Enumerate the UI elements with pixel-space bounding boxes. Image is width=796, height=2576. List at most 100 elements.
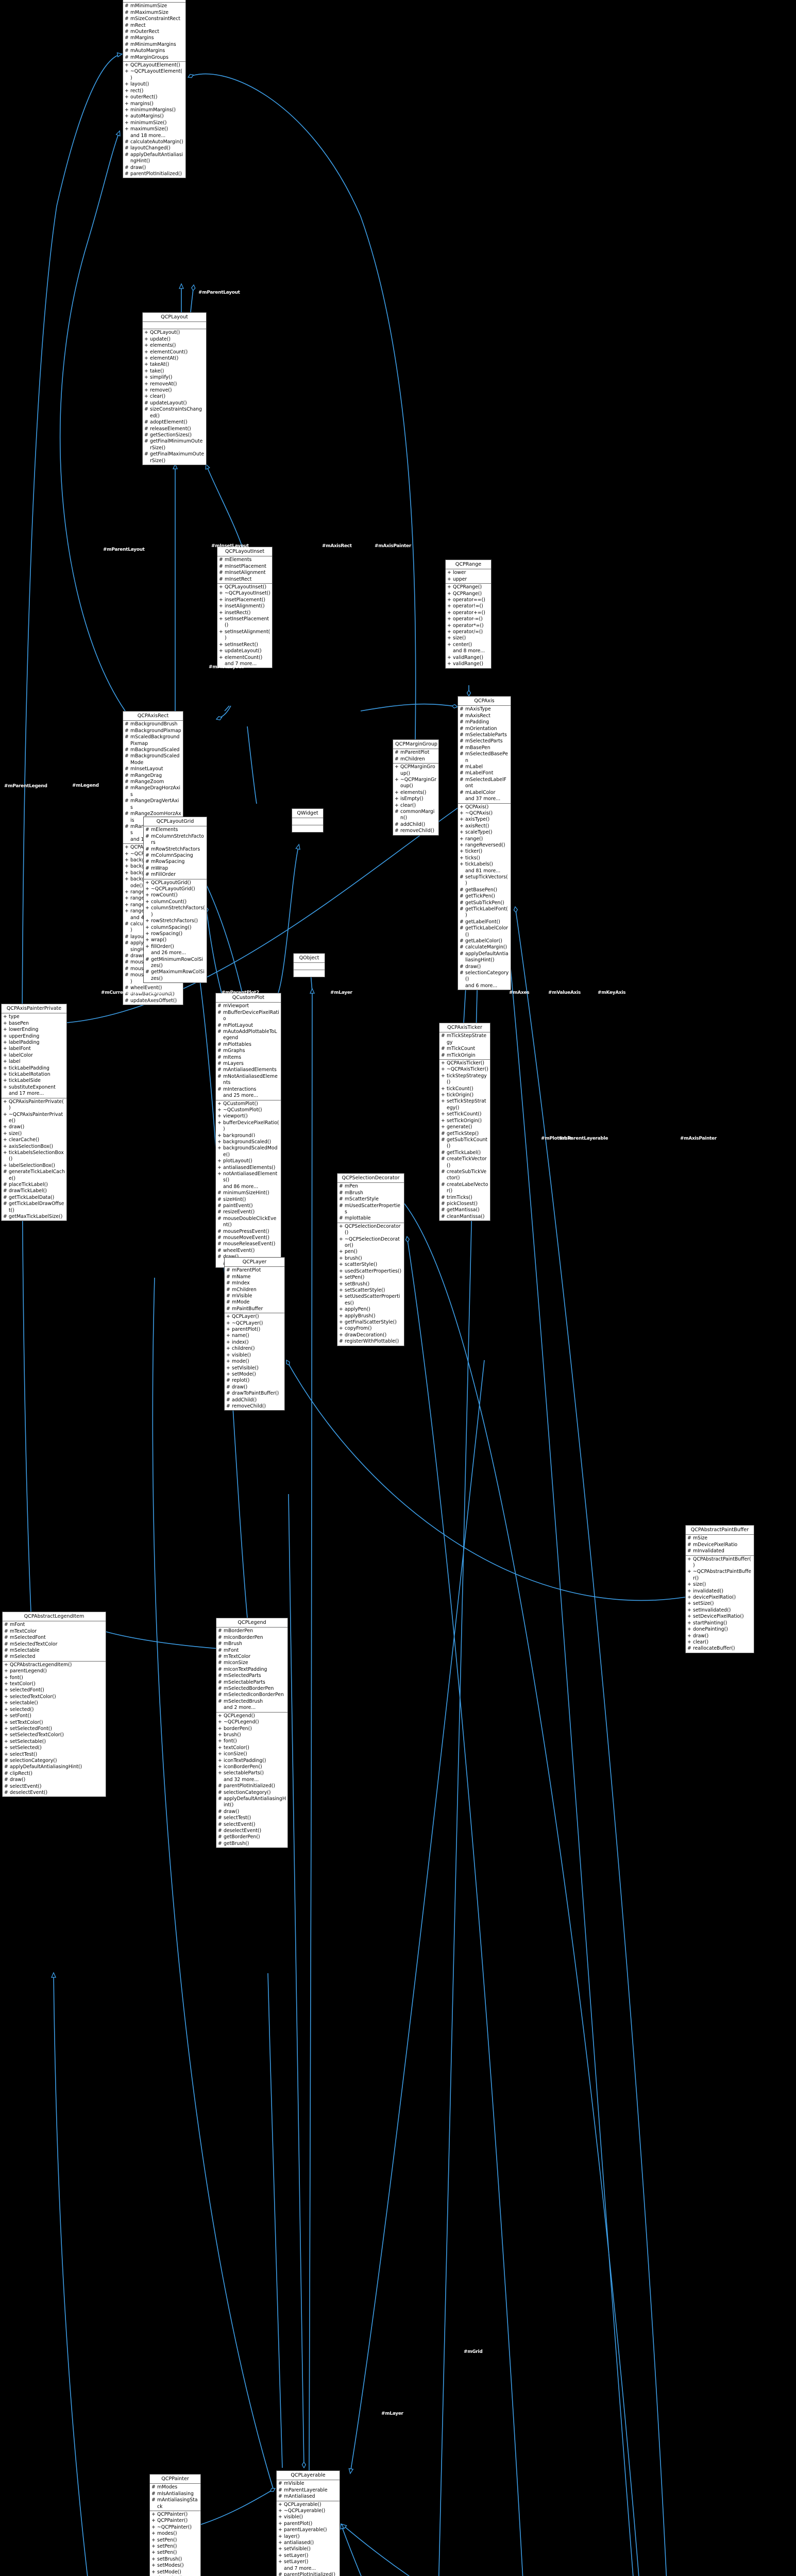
attributes-label: mChildren	[232, 1286, 257, 1293]
class-node-qcprange[interactable]: QCPRange+lower+upper+QCPRange()+QCPRange…	[445, 560, 492, 669]
methods-visibility: +	[219, 616, 223, 622]
class-node-qcpaxisticker[interactable]: QCPAxisTicker#mTickStepStrategy#mTickCou…	[439, 1023, 490, 1222]
methods-label: setupTickVectors()	[465, 874, 508, 887]
class-node-attributes: #mFont#mTextColor#mSelectedFont#mSelecte…	[3, 1621, 106, 1662]
methods-row: +rangeReversed()	[458, 842, 511, 849]
attributes-visibility: #	[441, 1046, 445, 1052]
methods-label: draw()	[130, 164, 146, 171]
attributes-visibility: #	[217, 1061, 222, 1067]
attributes-row: #mAutoMargins	[123, 48, 185, 54]
attributes-visibility: #	[125, 798, 129, 804]
attributes-row: #mSelectedParts	[216, 1673, 287, 1679]
methods-label: commonMargin()	[400, 809, 435, 821]
attributes-row: and 25 more...	[216, 1093, 281, 1099]
methods-visibility: #	[226, 1403, 230, 1409]
class-node-qcplegend[interactable]: QCPLegend#mBorderPen#mIconBorderPen#mBru…	[216, 1618, 288, 1849]
class-node-qcpabstractlegenditem[interactable]: QCPAbstractLegendItem#mFont#mTextColor#m…	[2, 1612, 106, 1798]
class-node-title: QCPMarginGroup	[393, 740, 438, 750]
attributes-label: mBackgroundPixmap	[130, 727, 181, 734]
methods-label: getLabelFont()	[465, 919, 500, 925]
methods-visibility: +	[687, 1601, 691, 1607]
class-node-qobject[interactable]: QObject	[293, 953, 325, 978]
methods-row: +QCPLayoutElement()	[123, 62, 185, 69]
methods-row: +QCPAxisTicker()	[439, 1060, 490, 1066]
methods-label: mode()	[232, 1359, 249, 1365]
class-node-qcpmargingroup[interactable]: QCPMarginGroup#mParentPlot#mChildren+QCP…	[393, 739, 439, 836]
methods-label: getMantissa()	[447, 1207, 480, 1213]
methods-row: +notAntialiasedElements()	[216, 1171, 281, 1184]
methods-label: QCPMarginGroup()	[400, 764, 435, 776]
class-node-qcplayoutgrid[interactable]: QCPLayoutGrid#mElements#mColumnStretchFa…	[143, 817, 207, 984]
methods-row: #clipRect()	[3, 1771, 106, 1777]
attributes-label: and 37 more...	[465, 796, 501, 802]
class-node-qwidget[interactable]: QWidget	[292, 808, 324, 833]
edge-label-mCurrentLayer: #mCurrentLayer	[101, 990, 142, 995]
class-node-qcustomplot[interactable]: QCustomPlot#mViewport#mBufferDevicePixel…	[215, 993, 281, 1268]
methods-visibility: #	[226, 1391, 230, 1397]
class-node-qcplayer[interactable]: QCPLayer#mParentPlot#mName#mIndex#mChild…	[224, 1257, 285, 1411]
methods-label: index()	[232, 1339, 249, 1345]
methods-label: draw()	[465, 963, 481, 970]
methods-visibility: #	[441, 1156, 445, 1162]
methods-label: replot()	[232, 1378, 250, 1384]
methods-row: +QCPLayerable()	[277, 2502, 340, 2508]
attributes-row: #mRangeDragHorzAxis	[123, 785, 183, 798]
attributes-row: #mInsetLayout	[123, 766, 183, 772]
class-node-qcpaxis[interactable]: QCPAxis#mAxisType#mAxisRect#mPadding#mOr…	[458, 696, 511, 991]
attributes-row: #mColumnStretchFactors	[144, 834, 207, 846]
attributes-row: +label	[2, 1059, 66, 1065]
methods-row: +tickLabelsSelectionBox()	[2, 1150, 66, 1163]
methods-label: getBrush()	[224, 1840, 249, 1846]
methods-label: maximumSize()	[130, 126, 168, 132]
class-node-qcplayerable[interactable]: QCPLayerable#mVisible#mParentLayerable#m…	[276, 2470, 340, 2576]
class-node-qcplayoutinset[interactable]: QCPLayoutInset#mElements#mInsetPlacement…	[217, 547, 273, 669]
methods-row: +minimumSize()	[123, 120, 185, 126]
attributes-label: mSelectedTextColor	[10, 1641, 58, 1647]
methods-row: +draw()	[686, 1633, 754, 1639]
attributes-visibility: #	[4, 1622, 8, 1628]
class-node-title: QCPRange	[446, 560, 491, 570]
class-node-qcpselectiondecorator[interactable]: QCPSelectionDecorator#mPen#mBrush#mScatt…	[337, 1173, 404, 1346]
methods-row: #mouseDoubleClickEvent()	[216, 1216, 281, 1229]
methods-label: QCustomPlot()	[223, 1100, 258, 1107]
methods-row: #getBorderPen()	[216, 1834, 287, 1840]
methods-label: parentPlot()	[284, 2520, 313, 2527]
methods-row: +validRange()	[446, 661, 491, 667]
attributes-label: mElements	[225, 557, 252, 563]
methods-visibility: +	[4, 1713, 8, 1719]
attributes-row: and 17 more...	[2, 1091, 66, 1097]
class-node-qcpabstractpaintbuffer[interactable]: QCPAbstractPaintBuffer#mSize#mDevicePixe…	[685, 1525, 754, 1653]
class-node-qcplayout[interactable]: QCPLayout+QCPLayout()+update()+elements(…	[142, 312, 207, 465]
attributes-visibility: #	[687, 1535, 691, 1541]
edge-label-mAxisPainter: #mAxisPainter	[375, 544, 411, 549]
methods-label: paintEvent()	[223, 1203, 253, 1209]
attributes-visibility: #	[4, 1654, 8, 1660]
methods-visibility: +	[144, 343, 148, 349]
methods-label: axisSelectionBox()	[9, 1143, 54, 1149]
methods-row: +parentPlot()	[277, 2521, 340, 2527]
methods-visibility: +	[125, 895, 129, 902]
attributes-row: #mInsetAlignment	[217, 570, 272, 576]
methods-row: +operator-=()	[446, 616, 491, 622]
methods-row: #reallocateBuffer()	[686, 1646, 754, 1652]
attributes-row: #mRangeDrag	[123, 773, 183, 779]
methods-row: +clear()	[686, 1639, 754, 1646]
class-node-qcplayoutelement[interactable]: QCPLayoutElement#mMinimumSize#mMaximumSi…	[123, 0, 186, 179]
methods-visibility: +	[278, 2508, 282, 2514]
methods-visibility: #	[4, 1770, 8, 1776]
methods-label: clipRect()	[10, 1770, 32, 1776]
methods-label: updateLayout()	[150, 400, 187, 406]
methods-label: QCPLayer()	[232, 1314, 259, 1320]
methods-visibility: +	[145, 943, 149, 950]
methods-label: setTextColor()	[10, 1719, 43, 1725]
methods-label: textColor()	[10, 1681, 36, 1687]
methods-row: +name()	[225, 1333, 284, 1339]
class-node-qcppaintergrid[interactable]: QCPPainter#mModes#mIsAntialiasing#mAntia…	[149, 2474, 201, 2576]
methods-visibility: #	[441, 1137, 445, 1143]
methods-row: +setSelectedTextColor()	[3, 1732, 106, 1738]
methods-visibility: +	[339, 1223, 343, 1229]
class-node-attributes: #mVisible#mParentLayerable#mAntialiased	[277, 2480, 340, 2501]
attributes-row: #mBackgroundScaled	[123, 747, 183, 753]
class-node-qcpaxispainterprivate[interactable]: QCPAxisPainterPrivate+type+basePen+lower…	[1, 1004, 67, 1222]
attributes-visibility: #	[460, 744, 464, 751]
